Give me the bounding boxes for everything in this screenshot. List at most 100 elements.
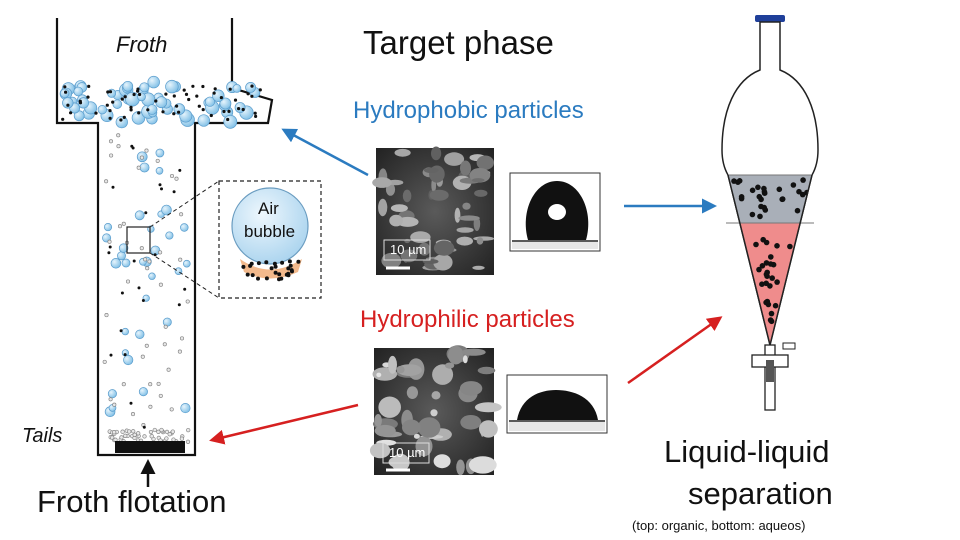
sem-grain — [474, 402, 502, 413]
rising-bubble — [165, 231, 174, 240]
hydrophobic-particle — [120, 291, 124, 295]
air-bubble-label-line2: bubble — [244, 222, 296, 241]
sem-grain — [415, 436, 433, 457]
hydrophobic-particle — [137, 286, 141, 290]
separatory-funnel — [721, 15, 819, 411]
rising-bubble — [148, 272, 156, 280]
organic-particle — [800, 177, 806, 183]
aqueous-particle — [763, 239, 770, 246]
arrow-to-froth-icon — [281, 128, 369, 177]
sem-grain — [378, 396, 402, 418]
sem-grain — [431, 391, 441, 400]
gangue-particle — [147, 259, 152, 264]
froth-particle — [146, 108, 150, 112]
rising-bubble — [107, 389, 117, 399]
rising-bubble — [121, 327, 129, 336]
froth-particle — [111, 100, 115, 104]
rising-bubble — [123, 354, 134, 366]
sem-grain — [461, 348, 486, 356]
gangue-particle — [169, 173, 175, 179]
flotation-cell — [55, 18, 274, 487]
gangue-particle — [109, 153, 114, 158]
sem-grain — [472, 265, 485, 270]
froth-particle — [87, 84, 91, 88]
aqueous-particle — [756, 266, 762, 273]
gangue-particle — [140, 354, 145, 359]
froth-bubble — [73, 86, 84, 97]
organic-particle — [756, 193, 763, 200]
gangue-particle — [162, 342, 167, 347]
froth-bubble — [234, 102, 246, 113]
gangue-particle — [139, 246, 144, 251]
tail-particle — [131, 429, 136, 434]
sem-grain — [473, 236, 495, 241]
froth-bubble — [139, 82, 150, 93]
sem-grain — [389, 214, 403, 227]
froth-particle — [250, 94, 254, 98]
rising-bubble — [118, 243, 129, 253]
froth-particle — [94, 111, 98, 115]
sem-grain — [402, 189, 412, 203]
tail-particle — [171, 437, 176, 442]
froth-particle — [227, 109, 231, 113]
sem-grain — [468, 456, 497, 474]
funnel-particles — [731, 177, 810, 325]
froth-particle — [61, 117, 65, 121]
gangue-particle — [179, 336, 185, 341]
froth-particle — [177, 110, 181, 114]
attached-particle — [273, 264, 278, 269]
gangue-particle — [185, 299, 190, 304]
rising-bubble — [162, 317, 172, 327]
froth-bubble — [197, 114, 210, 127]
contact-angle-hydrophilic — [506, 374, 608, 434]
tail-particle — [132, 432, 137, 437]
froth-particle — [63, 85, 67, 89]
rising-bubble — [121, 258, 131, 268]
froth-bubble — [165, 79, 179, 94]
froth-bubble — [115, 115, 128, 129]
froth-particle — [228, 87, 232, 91]
gangue-particle — [130, 412, 136, 417]
gangue-particle — [163, 324, 168, 329]
tail-particle — [167, 432, 172, 437]
tail-particle — [136, 431, 141, 436]
sem-grain — [402, 419, 421, 436]
rising-bubble — [117, 251, 126, 261]
tail-particle — [149, 434, 154, 439]
froth-particle — [195, 94, 199, 98]
scale-label-bottom: 10 µm — [389, 445, 426, 460]
tail-particle — [142, 434, 147, 439]
sem-grain — [433, 254, 453, 271]
froth-particle — [154, 99, 158, 103]
sem-grain — [471, 178, 485, 183]
tails-label: Tails — [22, 425, 63, 447]
organic-particle — [749, 211, 756, 218]
target-phase-title: Target phase — [363, 24, 554, 61]
aqueous-particle — [767, 261, 774, 267]
froth-layer — [59, 75, 262, 129]
froth-bubble — [125, 91, 140, 107]
froth-bubble — [147, 75, 160, 89]
froth-particle — [64, 90, 68, 94]
gangue-particle — [108, 139, 114, 144]
organic-particle — [755, 184, 761, 191]
sem-grain — [456, 227, 474, 233]
hydrophobic-label: Hydrophobic particles — [353, 97, 584, 124]
hydrophobic-particle — [107, 251, 111, 255]
gangue-particle — [148, 382, 153, 387]
sem-grain — [388, 456, 410, 469]
aqueous-particle — [769, 275, 775, 281]
froth-particle — [219, 96, 223, 100]
sem-grain — [476, 155, 494, 170]
tail-particle — [186, 427, 191, 433]
hydrophobic-particle — [178, 168, 182, 172]
hydrophobic-particle — [183, 287, 187, 291]
gangue-particle — [148, 429, 153, 435]
gangue-particle — [104, 179, 109, 184]
organic-particle — [761, 185, 767, 192]
air-bubble — [231, 187, 309, 265]
zoom-source-box — [126, 226, 151, 254]
gangue-particle — [145, 266, 150, 271]
froth-particle — [197, 104, 201, 108]
